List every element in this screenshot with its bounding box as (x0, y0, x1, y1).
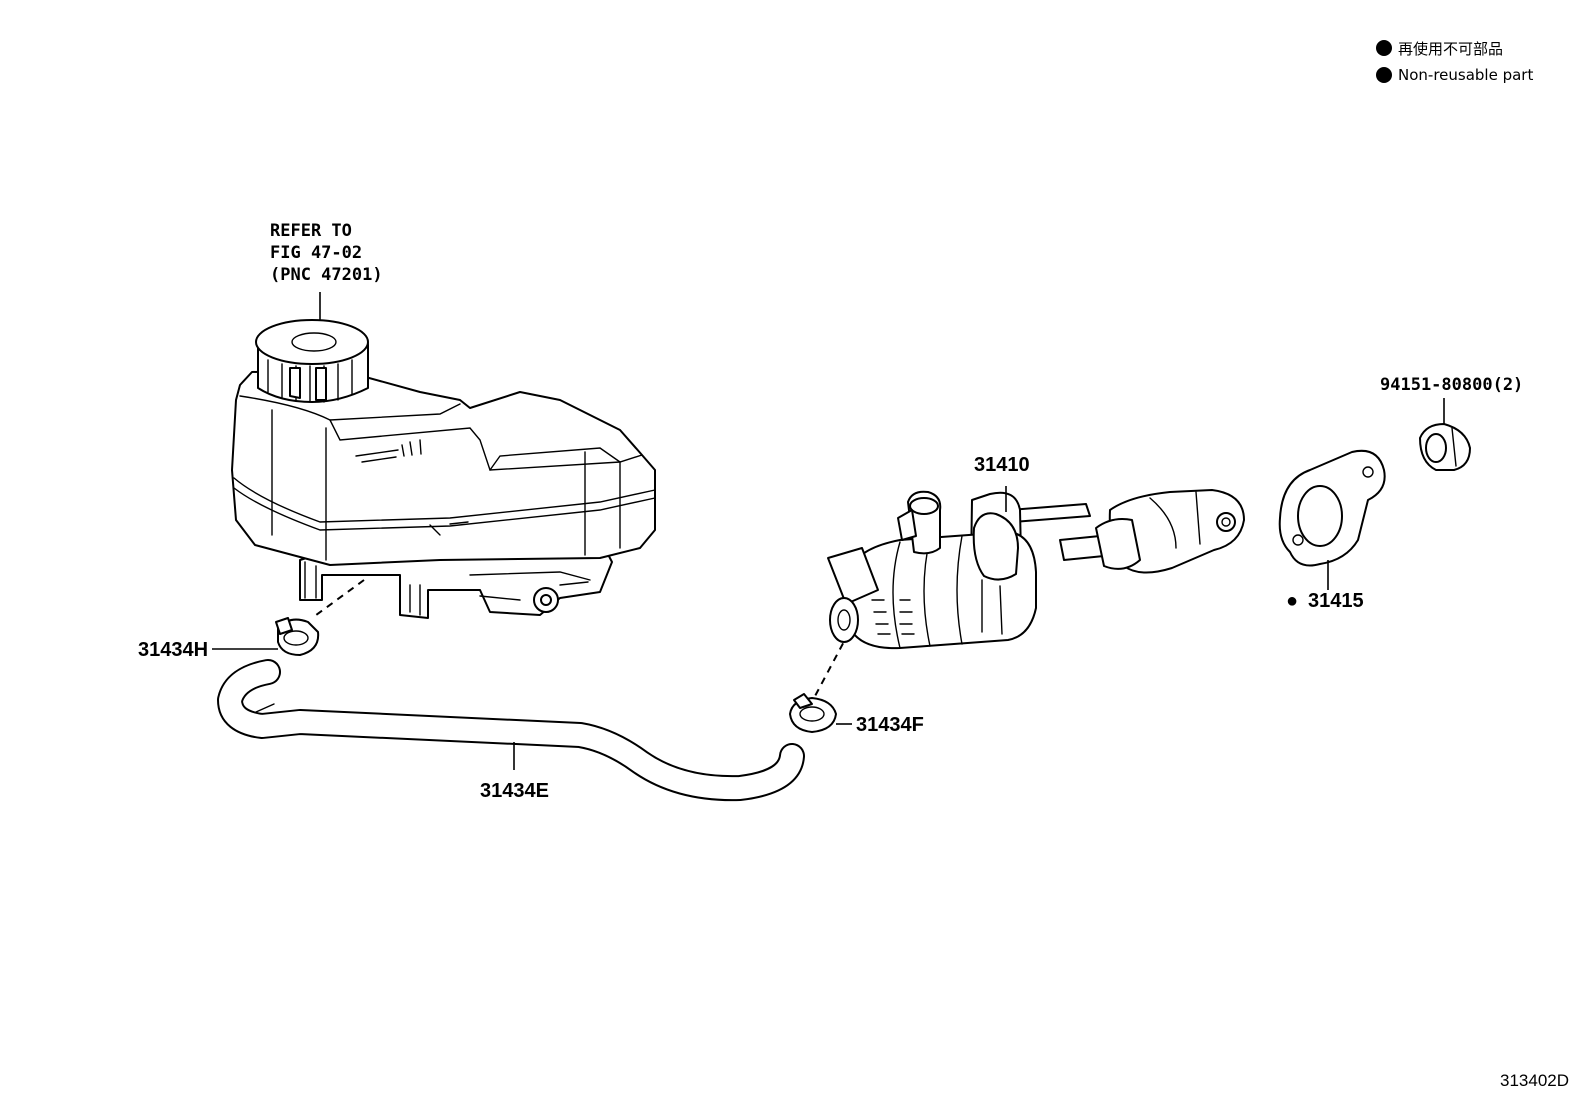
non-reusable-marker-icon (1376, 67, 1392, 83)
hose-clamp-lower-drawing (789, 693, 837, 733)
reservoir-tank-drawing (231, 319, 656, 619)
master-cylinder-drawing (827, 489, 1245, 650)
hose-clamp-upper-drawing (275, 617, 320, 656)
label-31434H: 31434H (138, 639, 208, 661)
label-31415: 31415 (1308, 590, 1364, 612)
nut-drawing (1419, 423, 1471, 471)
legend-text-jp: 再使用不可部品 (1398, 40, 1503, 58)
gasket-drawing (1278, 449, 1386, 567)
label-31434F: 31434F (856, 714, 924, 736)
non-reusable-marker-icon (1376, 40, 1392, 56)
hose-drawing (217, 659, 805, 802)
reference-note-line-3: (PNC 47201) (270, 265, 383, 285)
reference-note-line-1: REFER TO (270, 221, 352, 241)
label-31410: 31410 (974, 454, 1030, 476)
figure-code: 313402D (1500, 1071, 1569, 1090)
gasket-non-reusable-marker-icon: ● (1286, 590, 1298, 612)
assembly-line-reservoir (311, 579, 365, 619)
legend-text-en: Non-reusable part (1398, 66, 1533, 84)
label-31434E: 31434E (480, 780, 549, 802)
reference-note: REFER TO FIG 47-02 (PNC 47201) (270, 221, 383, 332)
reference-note-line-2: FIG 47-02 (270, 243, 362, 263)
legend: 再使用不可部品 Non-reusable part (1376, 40, 1533, 84)
label-94151-80800: 94151-80800(2) (1380, 375, 1523, 395)
